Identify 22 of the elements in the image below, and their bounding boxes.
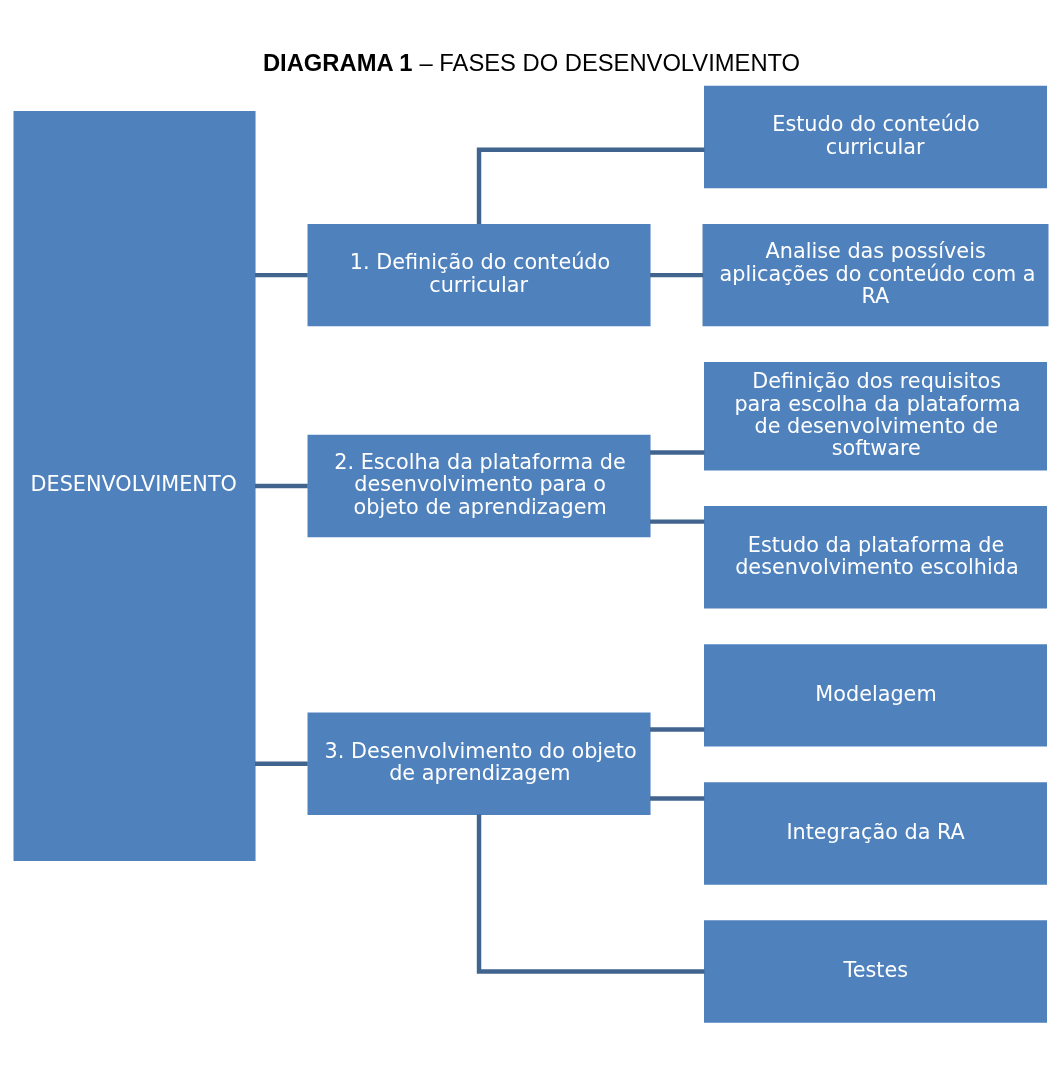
node-box: Modelagem	[704, 644, 1047, 747]
connector	[650, 519, 705, 524]
connector	[650, 796, 705, 801]
connector	[255, 483, 308, 489]
node-box: Analise das possíveis aplicações do conteúdo com a RA	[702, 223, 1049, 327]
node-box: DESENVOLVIMENTO	[13, 111, 256, 861]
diagram-title: DIAGRAMA 1 – FASES DO DESENVOLVIMENTO	[262, 49, 801, 77]
connector	[255, 272, 308, 278]
connector	[650, 727, 705, 732]
node-box: Testes	[704, 920, 1047, 1023]
node-box: 1. Definição do conteúdo curricular	[307, 223, 651, 327]
connector	[255, 761, 308, 766]
node-box: Definição dos requisitos para escolha da plataforma de desenvolvimento de software	[704, 362, 1047, 471]
connector	[476, 147, 705, 225]
connector	[650, 450, 705, 455]
connector	[476, 814, 705, 974]
node-box: Integração da RA	[704, 782, 1047, 885]
node-box: 2. Escolha da plataforma de desenvolvimento para o objeto de aprendizagem	[307, 434, 651, 538]
connector	[650, 272, 704, 278]
node-box: Estudo do conteúdo curricular	[704, 85, 1047, 189]
node-box: Estudo da plataforma de desenvolvimento escolhida	[704, 506, 1047, 609]
node-box: 3. Desenvolvimento do objeto de aprendizagem	[307, 712, 651, 815]
